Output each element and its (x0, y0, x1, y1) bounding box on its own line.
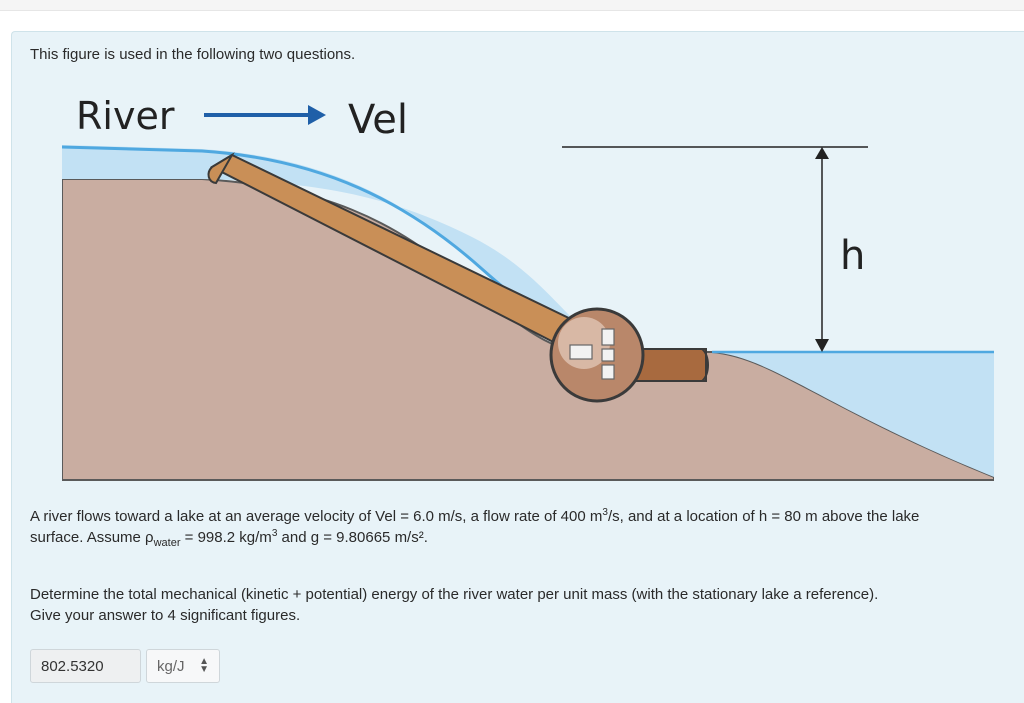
h-label: h (840, 233, 865, 279)
question-text: A river flows toward a lake at an averag… (30, 507, 920, 549)
river-label: River (76, 94, 175, 138)
lake-water (712, 352, 994, 477)
turbine-blades (569, 328, 615, 380)
h-arrow-top (815, 147, 829, 159)
outlet-flange (701, 348, 709, 382)
answer-input[interactable] (30, 649, 141, 683)
h-arrow-bottom (815, 339, 829, 352)
select-arrows-icon: ▲▼ (199, 656, 209, 675)
question-card: This figure is used in the following two… (11, 31, 1024, 703)
unit-select[interactable]: kg/J ▲▼ (146, 649, 220, 683)
river-lake-figure: River Vel h (62, 94, 994, 481)
unit-selected-value: kg/J (157, 657, 185, 675)
top-bar (0, 0, 1024, 11)
vel-label: Vel (348, 97, 408, 143)
pipe-inlet (207, 152, 235, 185)
intro-text: This figure is used in the following two… (30, 46, 356, 63)
prompt-text: Determine the total mechanical (kinetic … (30, 586, 879, 624)
velocity-arrow-head (308, 105, 326, 125)
